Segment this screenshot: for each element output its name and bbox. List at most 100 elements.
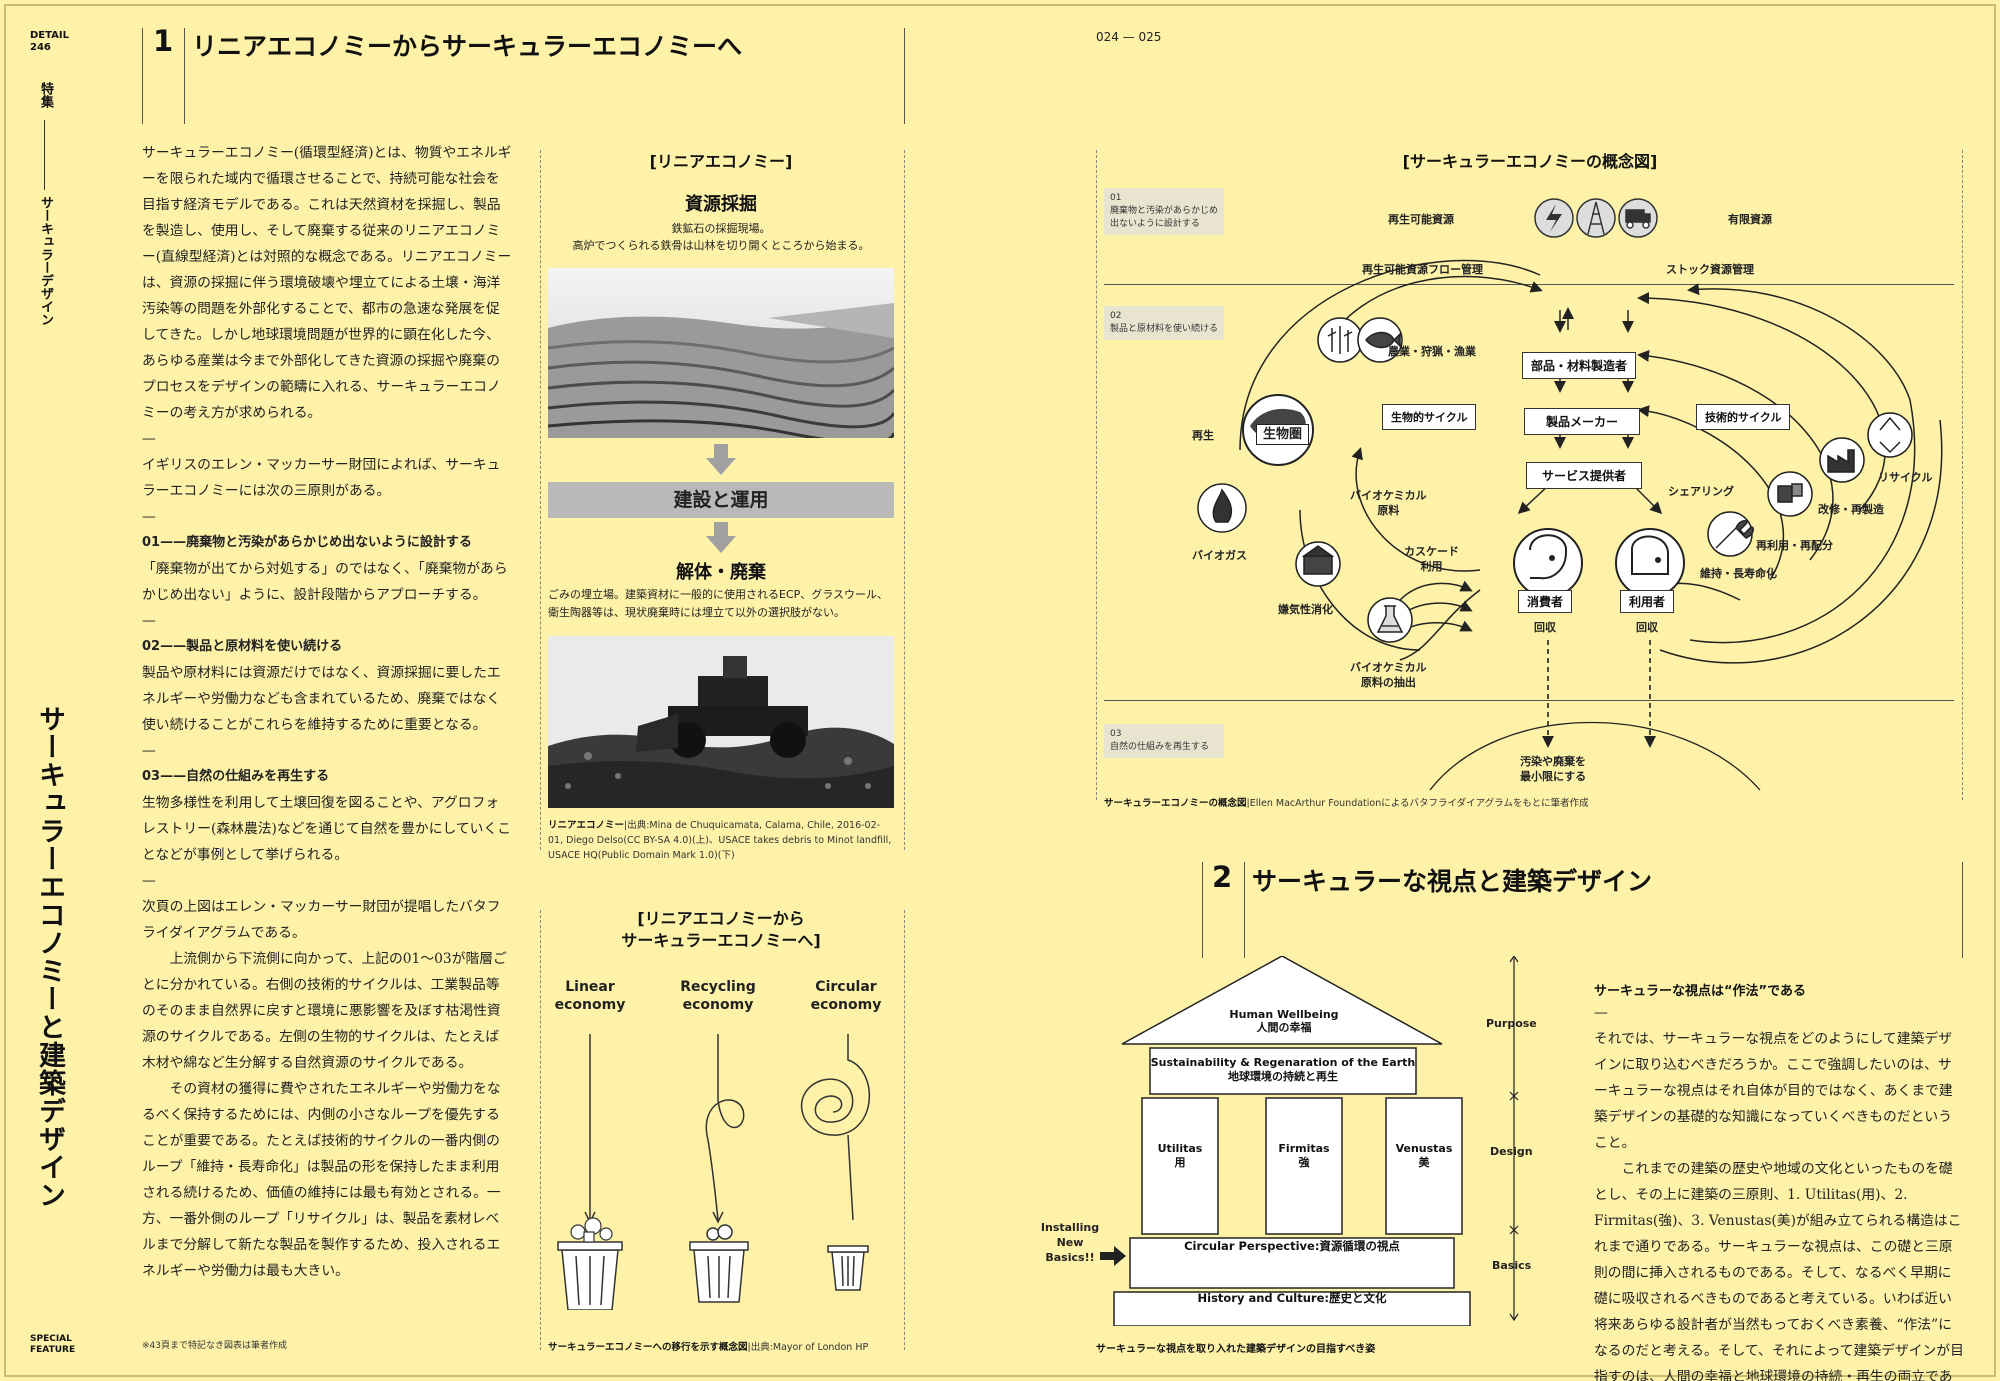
principle-text: 製品や原材料には資源だけではなく、資源採掘に要したエネルギーや労働力なども含まれ… <box>142 665 501 733</box>
transition-caption-title: サーキュラーエコノミーへの移行を示す概念図 <box>548 1342 748 1353</box>
scale-basics: Basics <box>1492 1259 1532 1272</box>
heading2-rule-mid <box>1244 862 1245 958</box>
linear-step-extraction-desc: 鉄鉱石の採掘現場。 高炉でつくられる鉄骨は山林を切り開くところから始まる。 <box>572 222 870 252</box>
linear-step-extraction: 資源採掘 <box>685 194 757 215</box>
label-collect-consumer: 回収 <box>1534 621 1556 634</box>
paragraph: これまでの建築の歴史や地域の文化といったものを礎とし、その上に建築の三原則、1.… <box>1594 1161 1964 1381</box>
label-anaerobic: 嫌気性消化 <box>1278 603 1333 616</box>
recycling-path <box>705 1034 745 1221</box>
circular-perspective-label: Circular Perspective:資源循環の視点 <box>1184 1239 1400 1253</box>
separator: — <box>142 873 156 889</box>
column-venustas-jp: 美 <box>1418 1156 1430 1169</box>
paragraph: 上流側から下流側に向かって、上記の01〜03が階層ごとに分かれている。右側の技術… <box>142 951 507 1071</box>
column-utilitas-jp: 用 <box>1174 1156 1186 1169</box>
label-flow-mgmt: 再生可能資源フロー管理 <box>1362 263 1483 276</box>
column-firmitas-jp: 強 <box>1298 1156 1310 1169</box>
transition-caption-source: |出典:Mayor of London HP <box>747 1342 869 1353</box>
label-consumer: 消費者 <box>1518 590 1573 613</box>
heading2-rule-left <box>1202 862 1203 958</box>
label-biochem: バイオケミカル 原料 <box>1350 489 1427 517</box>
figure-rule <box>1962 150 1963 800</box>
footnote: ※43頁まで特記なき図表は筆者作成 <box>142 1341 287 1351</box>
column-utilitas-en: Utilitas <box>1157 1142 1203 1155</box>
mining-truck-icon <box>1618 198 1658 238</box>
node-maker: 製品メーカー <box>1524 408 1640 435</box>
section2-title: サーキュラーな視点と建築デザイン <box>1252 867 1653 896</box>
scale-purpose: Purpose <box>1486 1017 1537 1030</box>
transition-caption: サーキュラーエコノミーへの移行を示す概念図|出典:Mayor of London… <box>548 1340 894 1355</box>
section2-body: — それでは、サーキュラーな視点をどのようにして建築デザインに取り込むべきだろう… <box>1594 1000 1964 1381</box>
feature-title-vertical: サーキュラーエコノミーと建築デザイン <box>34 705 65 1209</box>
paragraph: それでは、サーキュラーな視点をどのようにして建築デザインに取り込むべきだろうか。… <box>1594 1031 1953 1151</box>
label-biogas: バイオガス <box>1192 549 1247 562</box>
installing-label: Installing New Basics!! <box>1040 1221 1100 1264</box>
trash-bin-large-icon <box>557 1241 623 1311</box>
column-divider <box>540 150 541 850</box>
landfill-photo <box>548 636 894 808</box>
figure-rule <box>1096 150 1097 800</box>
paragraph: イギリスのエレン・マッカーサー財団によれば、サーキュラーエコノミーには次の三原則… <box>142 457 501 499</box>
tier-line <box>1104 700 1954 701</box>
label-regen: 再生 <box>1192 429 1214 442</box>
label-recycle: リサイクル <box>1878 471 1933 484</box>
transition-diagram <box>548 1020 894 1314</box>
farming-icon <box>1317 317 1363 363</box>
folio-series: DETAIL 246 <box>30 30 90 54</box>
wrench-icon <box>1707 511 1754 557</box>
pediment-en: Human Wellbeing <box>1229 1008 1339 1021</box>
special-feature-label: SPECIAL FEATURE <box>30 1334 76 1355</box>
label-biochem-ext: バイオケミカル 原料の抽出 <box>1350 661 1427 689</box>
label-stock-mgmt: ストック資源管理 <box>1666 263 1754 276</box>
principle-heading: 03——自然の仕組みを再生する <box>142 769 330 784</box>
column-divider <box>904 910 905 1350</box>
architrave-en: Sustainability & Regenaration of the Ear… <box>1150 1056 1416 1069</box>
label-collect-user: 回収 <box>1636 621 1658 634</box>
mine-photo-image <box>548 268 894 438</box>
label-renewable: 再生可能資源 <box>1388 213 1454 226</box>
column-venustas: Venustas 美 <box>1386 1142 1462 1170</box>
scale-design: Design <box>1490 1145 1533 1158</box>
label-linear-economy: Linear economy <box>554 979 626 1013</box>
page-numbers: 024 — 025 <box>1096 30 1162 44</box>
butterfly-title: [サーキュラーエコノミーの概念図] <box>1402 152 1658 171</box>
butterfly-caption-source: |Ellen MacArthur Foundationによるバタフライダイアグラ… <box>1246 798 1589 809</box>
pediment-label: Human Wellbeing 人間の幸福 <box>1124 1008 1444 1034</box>
pediment-jp: 人間の幸福 <box>1256 1021 1312 1034</box>
section1-title: リニアエコノミーからサーキュラーエコノミーへ <box>192 32 743 61</box>
biogas-icon <box>1197 483 1247 533</box>
tag-tech-cycle: 技術的サイクル <box>1696 404 1791 430</box>
recycle-icon <box>1867 412 1913 458</box>
block-03: 03 自然の仕組みを再生する <box>1104 724 1224 758</box>
label-reuse: 再利用・再配分 <box>1756 539 1833 552</box>
paragraph: 次頁の上図はエレン・マッカーサー財団が提唱したバタフライダイアグラムである。 <box>142 899 501 941</box>
temple-diagram <box>1040 954 1540 1330</box>
transition-title: [リニアエコノミーから サーキュラーエコノミーへ] <box>621 909 821 950</box>
label-user: 利用者 <box>1620 590 1675 613</box>
separator: — <box>142 509 156 525</box>
label-biosphere: 生物圏 <box>1256 424 1310 445</box>
heading1-rule-left <box>142 28 143 124</box>
linear-caption-title: リニアエコノミー <box>548 820 625 831</box>
architrave-jp: 地球環境の持続と再生 <box>1228 1070 1338 1083</box>
label-sharing: シェアリング <box>1668 485 1734 498</box>
heading1-rule-right <box>904 28 905 124</box>
folio-section: 特集 <box>38 82 53 108</box>
trash-bin-small-icon <box>827 1245 869 1291</box>
butterfly-caption-title: サーキュラーエコノミーの概念図 <box>1104 798 1247 809</box>
factory-icon <box>1819 437 1865 483</box>
tag-bio-cycle: 生物的サイクル <box>1382 404 1477 430</box>
folio-issue: 246 <box>30 42 51 53</box>
principle-text: 「廃棄物が出てから対処する」のではなく、「廃棄物があらかじめ出ない」ように、設計… <box>142 561 508 603</box>
linear-step-construction: 建設と運用 <box>548 482 894 518</box>
linear-step-demolition: 解体・廃棄 <box>676 562 766 583</box>
folio-section-vertical: サーキュラーデザイン <box>38 196 53 326</box>
separator: — <box>1594 1005 1608 1021</box>
history-culture-label: History and Culture:歴史と文化 <box>1197 1291 1387 1305</box>
biochem-extract-icon <box>1367 597 1413 643</box>
mine-photo <box>548 268 894 438</box>
linear-step-demolition-desc: ごみの埋立場。建築資材に一般的に使用されるECP、グラスウール、衛生陶器等は、現… <box>548 588 889 619</box>
node-service: サービス提供者 <box>1526 462 1642 489</box>
folio-series-label: DETAIL <box>30 30 70 41</box>
anaerobic-icon <box>1295 541 1341 587</box>
linear-title: [リニアエコノミー] <box>649 152 793 171</box>
